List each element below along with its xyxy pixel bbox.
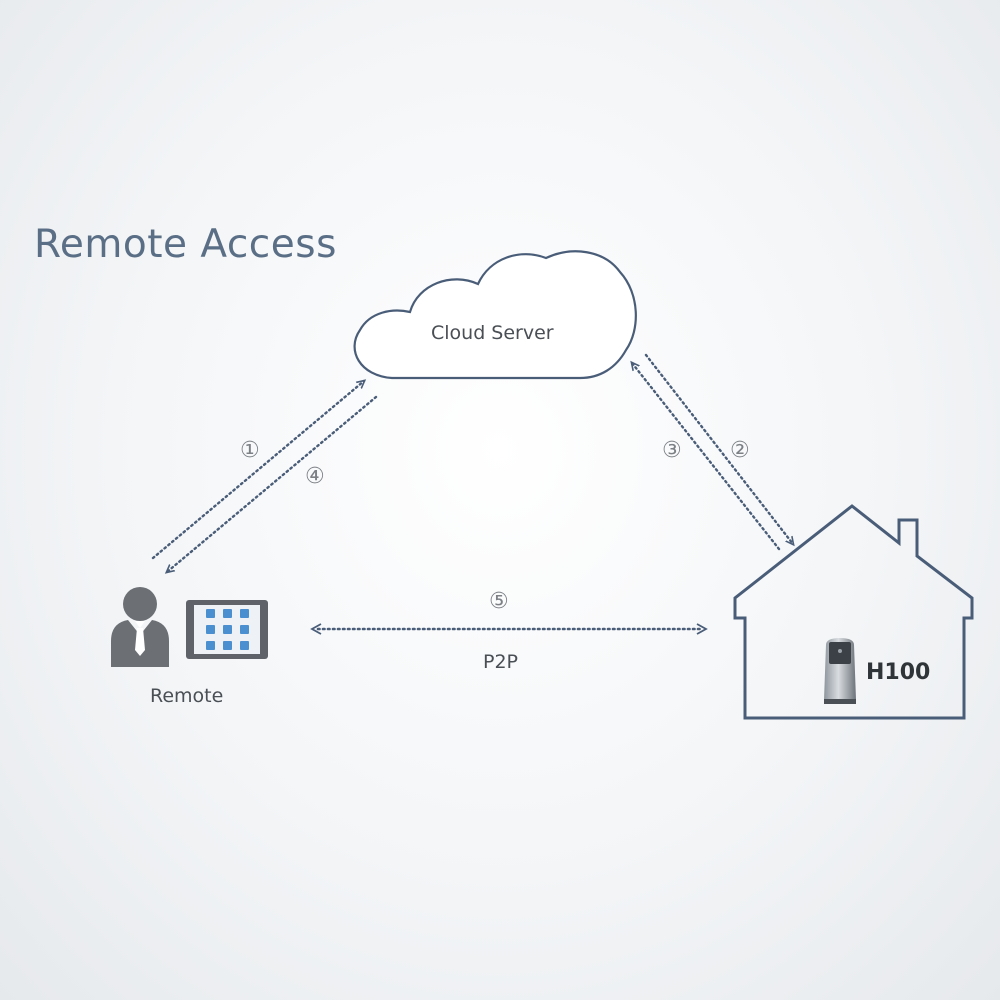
step-4-label: ④ <box>305 464 325 489</box>
step-3-label: ③ <box>662 438 682 463</box>
page-title: Remote Access <box>34 222 337 267</box>
p2p-arrowhead-left <box>310 623 322 635</box>
arrow-step-4 <box>167 395 378 572</box>
arrow-step-3 <box>632 363 781 551</box>
p2p-arrowhead-right <box>696 623 708 635</box>
cloud-shape <box>353 250 637 380</box>
remote-label: Remote <box>150 685 224 707</box>
h100-label: H100 <box>866 660 931 685</box>
person-icon <box>111 587 169 667</box>
step-2-label: ② <box>730 438 750 463</box>
arrow-step-1 <box>151 381 364 560</box>
arrow-step-2 <box>644 353 793 544</box>
step-5-label: ⑤ <box>489 589 509 614</box>
p2p-label: P2P <box>483 651 519 673</box>
h100-device-icon <box>824 638 856 704</box>
step-1-label: ① <box>240 438 260 463</box>
house-outline <box>733 504 974 720</box>
cloud-server-label: Cloud Server <box>431 322 554 344</box>
tablet-icon <box>186 600 268 659</box>
